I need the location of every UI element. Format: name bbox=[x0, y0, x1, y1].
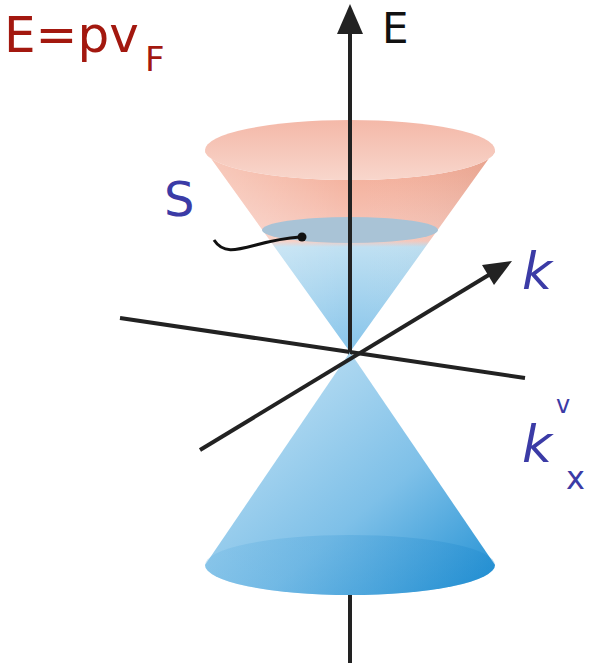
k-axis bbox=[200, 273, 492, 450]
surface-label: S bbox=[164, 175, 194, 223]
energy-axis bbox=[348, 28, 352, 352]
leader-dot bbox=[298, 233, 307, 242]
axis-label: v bbox=[556, 393, 570, 417]
kx-axis bbox=[120, 318, 350, 352]
k-arrowhead bbox=[482, 261, 512, 285]
formula: E=pv bbox=[4, 10, 139, 60]
axis-subscript: x bbox=[566, 462, 585, 494]
axis-label: k bbox=[522, 245, 552, 297]
label-patch bbox=[515, 236, 577, 306]
kx-axis-front bbox=[350, 352, 525, 378]
energy-arrowhead bbox=[337, 4, 363, 34]
lower-cone bbox=[205, 352, 495, 595]
label-patch bbox=[158, 168, 214, 238]
lower-cone-base bbox=[205, 535, 495, 595]
leader-line bbox=[214, 237, 300, 250]
axis-label: E bbox=[382, 8, 409, 50]
formula-subscript: F bbox=[145, 42, 165, 76]
axis-label: k bbox=[522, 418, 552, 470]
